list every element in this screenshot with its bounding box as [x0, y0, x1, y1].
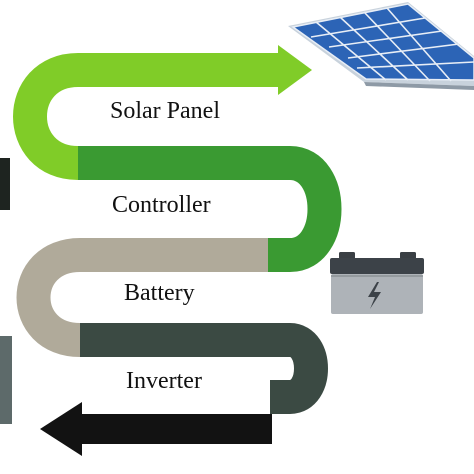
battery-icon: [330, 252, 424, 314]
battery-segment: [16, 238, 268, 357]
output-arrow: [40, 402, 272, 456]
charge-bolt-icon: [368, 282, 381, 309]
solar-panel-icon: [288, 2, 474, 90]
solar-panel-segment: [13, 53, 280, 180]
solar-panel-label: Solar Panel: [110, 98, 220, 124]
output-arrowhead: [40, 402, 82, 456]
inverter-label: Inverter: [126, 368, 202, 394]
left-edge-dark-block: [0, 158, 10, 210]
left-edge-gray-block: [0, 336, 12, 424]
controller-label: Controller: [112, 192, 211, 218]
inverter-segment: [80, 323, 328, 414]
controller-segment: [78, 146, 342, 272]
top-arrowhead: [278, 45, 312, 95]
battery-label: Battery: [124, 280, 195, 306]
flow-path: [13, 53, 342, 414]
output-arrow-body: [80, 414, 272, 444]
